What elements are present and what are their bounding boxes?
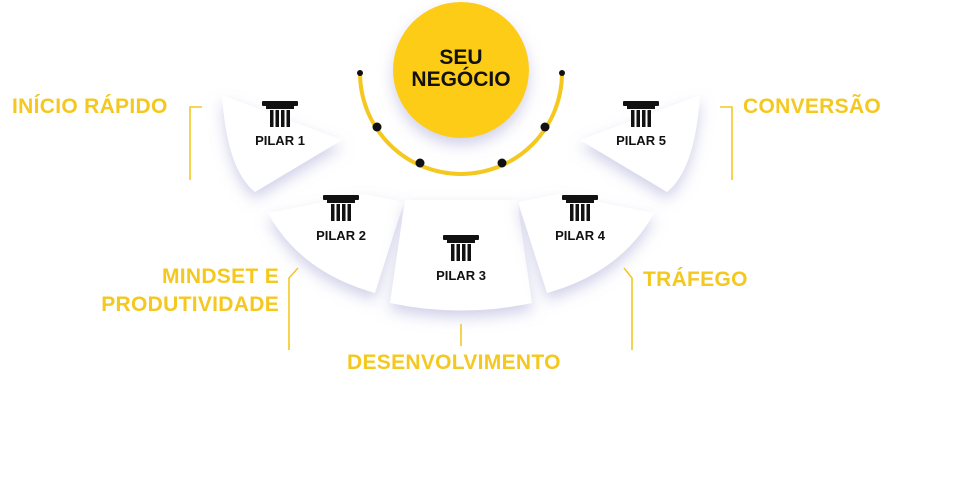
pillar-label-4: PILAR 4	[555, 228, 606, 243]
pillar-label-1: PILAR 1	[255, 133, 305, 148]
topic-desenvolvimento: DESENVOLVIMENTO	[347, 351, 561, 374]
pillar-card-2	[268, 194, 404, 293]
pillar-label-2: PILAR 2	[316, 228, 366, 243]
topic-mindset: MINDSET E PRODUTIVIDADE	[101, 263, 279, 319]
center-arc	[357, 70, 565, 176]
connector-pilar-4	[623, 267, 633, 350]
pillar-card-4	[518, 194, 654, 293]
center-title-line1: SEU	[439, 46, 482, 69]
pillar-card-5	[580, 95, 700, 192]
topic-conversao: CONVERSÃO	[743, 95, 882, 118]
connector-pilar-5	[720, 106, 733, 180]
topic-trafego: TRÁFEGO	[643, 268, 748, 291]
center-title-line2: NEGÓCIO	[411, 67, 510, 91]
connector-lines	[189, 106, 733, 350]
center-circle	[393, 2, 529, 138]
pillar-label-5: PILAR 5	[616, 133, 666, 148]
connector-pilar-1	[189, 106, 202, 180]
topic-mindset-line1: MINDSET E	[161, 265, 279, 288]
topic-inicio-rapido: INÍCIO RÁPIDO	[12, 95, 168, 118]
pillar-card-1	[222, 95, 342, 192]
pillar-label-3: PILAR 3	[436, 268, 486, 283]
connector-pilar-2	[288, 267, 299, 350]
topic-mindset-line2: PRODUTIVIDADE	[101, 293, 279, 316]
pillar-card-3	[390, 200, 532, 311]
